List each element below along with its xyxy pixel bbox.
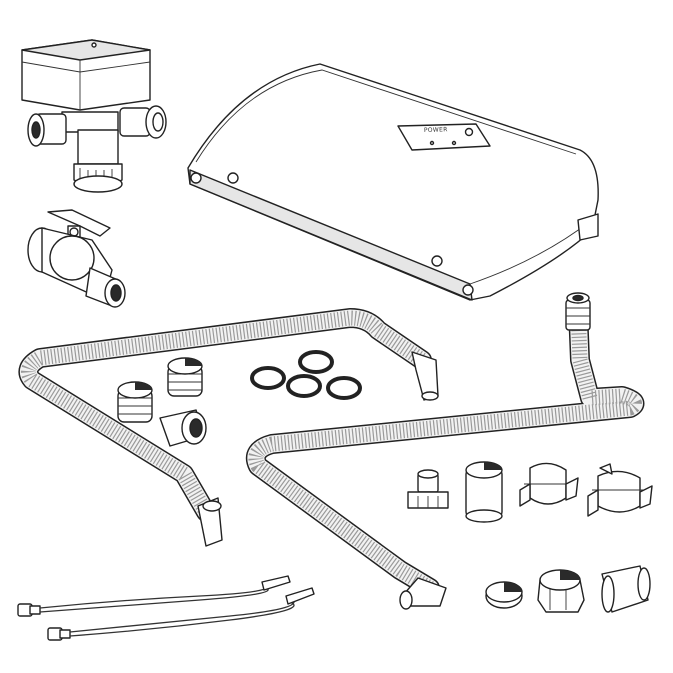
motorized-valve	[21, 39, 167, 193]
olive-ring	[485, 581, 523, 609]
temperature-sensor-1	[17, 575, 291, 617]
hose-left	[18, 308, 439, 547]
sensor-probe-1	[261, 575, 291, 591]
pipe-clip-2	[587, 463, 653, 517]
sleeve-insert	[465, 461, 503, 523]
compression-nut	[537, 569, 585, 613]
o-rings	[250, 350, 362, 400]
coupling-sleeve	[601, 565, 651, 613]
connector-3	[159, 409, 207, 447]
sensor-probe-2	[285, 587, 315, 605]
power-button[interactable]	[464, 127, 474, 137]
connector-set-left	[117, 357, 207, 447]
hose-right	[245, 292, 645, 610]
pipe-clip-1	[519, 462, 579, 507]
connector-2	[117, 381, 153, 423]
ball-valve	[27, 209, 126, 308]
connector-1	[167, 357, 203, 397]
power-label: POWER	[424, 126, 448, 134]
drain-plug	[407, 469, 449, 509]
temperature-sensor-2	[47, 587, 315, 641]
control-unit: POWER	[187, 63, 599, 301]
